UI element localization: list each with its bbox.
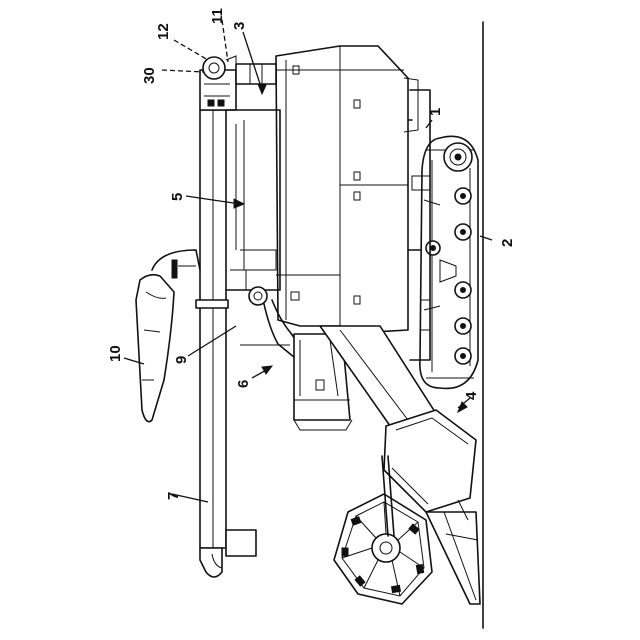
auger-pivot [203,57,225,79]
leader-12 [174,40,208,60]
grain-tank [276,46,418,332]
label-1: 1 [427,108,444,116]
label-5: 5 [169,193,186,201]
label-2: 2 [499,239,516,247]
label-7: 7 [165,492,182,500]
label-6: 6 [235,380,252,388]
label-4: 4 [463,391,480,400]
label-9: 9 [173,356,190,364]
leader-30 [162,70,204,72]
auger-head [200,56,276,110]
label-10: 10 [107,345,124,362]
side-cover [136,250,200,422]
label-3: 3 [231,22,248,30]
leader-11 [222,20,228,62]
label-11: 11 [209,8,226,24]
crawler-track [420,136,478,388]
discharge-auger [196,110,256,577]
leader-1 [426,120,432,128]
label-12: 12 [155,23,172,40]
label-30: 30 [141,67,158,84]
leader-2 [480,236,492,240]
